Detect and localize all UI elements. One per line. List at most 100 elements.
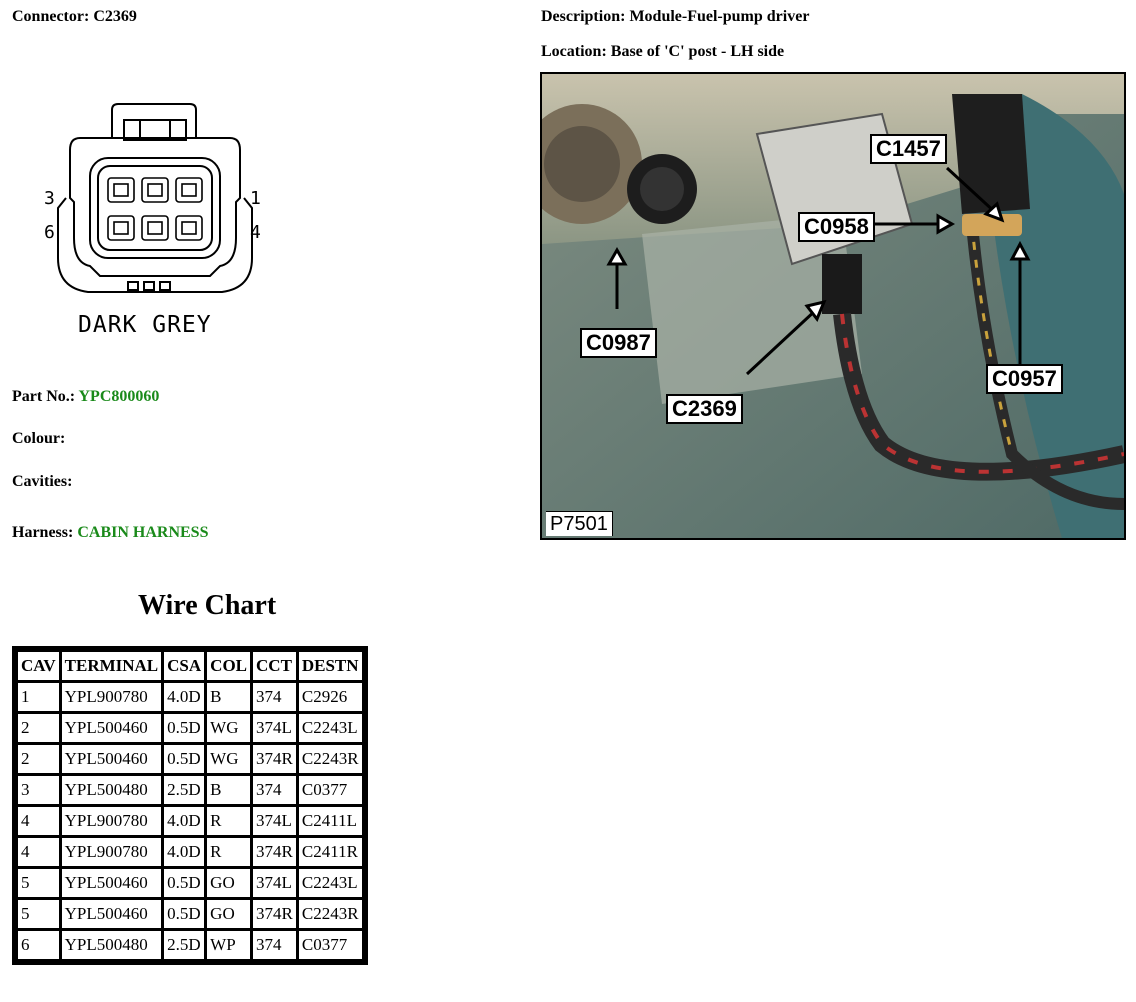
cell-cct: 374 <box>253 776 296 804</box>
cell-terminal: YPL500460 <box>61 745 162 773</box>
cell-terminal: YPL500460 <box>61 900 162 928</box>
cell-destn: C2411L <box>298 807 362 835</box>
cell-csa: 0.5D <box>164 714 205 742</box>
cell-terminal: YPL900780 <box>61 807 162 835</box>
wire-chart-header-row: CAV TERMINAL CSA COL CCT DESTN <box>18 652 362 680</box>
cell-destn: C2243L <box>298 869 362 897</box>
cell-cct: 374L <box>253 714 296 742</box>
cell-cav: 4 <box>18 838 59 866</box>
cell-terminal: YPL500460 <box>61 869 162 897</box>
cell-cct: 374R <box>253 838 296 866</box>
cell-destn: C0377 <box>298 931 362 959</box>
cell-cct: 374L <box>253 869 296 897</box>
cell-csa: 4.0D <box>164 683 205 711</box>
cell-destn: C2411R <box>298 838 362 866</box>
cell-cav: 3 <box>18 776 59 804</box>
description-value: Module-Fuel-pump driver <box>629 8 810 25</box>
cell-col: WP <box>207 931 251 959</box>
photo-illustration <box>542 74 1124 538</box>
part-number-line: Part No.: YPC800060 <box>12 388 159 406</box>
cell-col: GO <box>207 900 251 928</box>
cell-cct: 374 <box>253 931 296 959</box>
cell-col: GO <box>207 869 251 897</box>
header-cct: CCT <box>253 652 296 680</box>
cell-destn: C2243R <box>298 745 362 773</box>
cell-cav: 6 <box>18 931 59 959</box>
callout-c1457: C1457 <box>870 134 947 164</box>
callout-c0987: C0987 <box>580 328 657 358</box>
harness-line: Harness: CABIN HARNESS <box>12 524 208 542</box>
callout-c0958: C0958 <box>798 212 875 242</box>
colour-label: Colour: <box>12 430 66 447</box>
cell-cav: 5 <box>18 869 59 897</box>
cavities-line: Cavities: <box>12 473 72 491</box>
pin-number-3: 3 <box>44 188 55 209</box>
cell-csa: 0.5D <box>164 869 205 897</box>
cell-cav: 2 <box>18 714 59 742</box>
location-line: Location: Base of 'C' post - LH side <box>541 43 784 61</box>
cell-terminal: YPL500480 <box>61 931 162 959</box>
harness-value: CABIN HARNESS <box>77 524 209 541</box>
connector-line: Connector: C2369 <box>12 8 137 26</box>
cell-cct: 374R <box>253 900 296 928</box>
cell-cct: 374L <box>253 807 296 835</box>
cell-destn: C2243L <box>298 714 362 742</box>
pin-number-4: 4 <box>250 222 261 243</box>
cell-col: B <box>207 776 251 804</box>
cell-col: R <box>207 807 251 835</box>
cell-terminal: YPL500460 <box>61 714 162 742</box>
callout-c2369: C2369 <box>666 394 743 424</box>
connector-colour-label: DARK GREY <box>78 312 212 338</box>
pin-number-1: 1 <box>250 188 261 209</box>
header-csa: CSA <box>164 652 205 680</box>
cell-csa: 2.5D <box>164 931 205 959</box>
cell-terminal: YPL900780 <box>61 838 162 866</box>
pin-number-6: 6 <box>44 222 55 243</box>
location-label: Location: <box>541 43 607 60</box>
connector-label: Connector: <box>12 8 90 25</box>
connector-id: C2369 <box>93 8 137 25</box>
part-number-label: Part No.: <box>12 388 76 405</box>
connector-face-diagram: 3 6 1 4 <box>44 103 261 293</box>
cell-col: R <box>207 838 251 866</box>
cavities-label: Cavities: <box>12 473 73 490</box>
cell-cct: 374 <box>253 683 296 711</box>
location-value: Base of 'C' post - LH side <box>610 43 785 60</box>
location-photo: C1457 C0958 C0987 C2369 C0957 P7501 <box>540 72 1126 540</box>
cell-csa: 0.5D <box>164 900 205 928</box>
cell-destn: C0377 <box>298 776 362 804</box>
cell-col: WG <box>207 745 251 773</box>
callout-c0957: C0957 <box>986 364 1063 394</box>
cell-cct: 374R <box>253 745 296 773</box>
colour-line: Colour: <box>12 430 65 448</box>
cell-cav: 1 <box>18 683 59 711</box>
cell-csa: 4.0D <box>164 807 205 835</box>
cell-col: WG <box>207 714 251 742</box>
header-destn: DESTN <box>298 652 362 680</box>
cell-destn: C2243R <box>298 900 362 928</box>
wire-chart-title: Wire Chart <box>138 590 277 621</box>
cell-col: B <box>207 683 251 711</box>
cell-terminal: YPL500480 <box>61 776 162 804</box>
cell-terminal: YPL900780 <box>61 683 162 711</box>
description-line: Description: Module-Fuel-pump driver <box>541 8 809 26</box>
cell-csa: 4.0D <box>164 838 205 866</box>
cell-csa: 0.5D <box>164 745 205 773</box>
header-terminal: TERMINAL <box>61 652 162 680</box>
description-label: Description: <box>541 8 626 25</box>
cell-cav: 4 <box>18 807 59 835</box>
part-number-value: YPC800060 <box>78 388 160 405</box>
cavity-row-bottom <box>107 215 203 241</box>
cavity-row-top <box>107 177 203 203</box>
header-col: COL <box>207 652 251 680</box>
photo-reference-code: P7501 <box>546 511 613 536</box>
cell-cav: 2 <box>18 745 59 773</box>
